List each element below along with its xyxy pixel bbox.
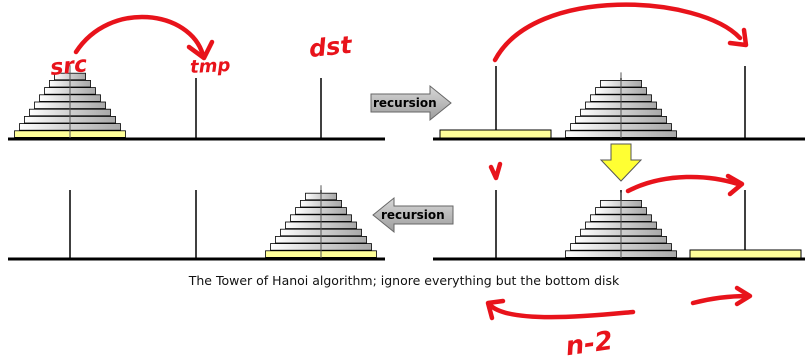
disk-stack (565, 72, 677, 138)
bottom-disk (689, 249, 802, 259)
recursion-arrow-left: recursion (372, 196, 454, 234)
yellow-down-arrow-shape (599, 143, 643, 182)
ink-arrowhead (734, 285, 753, 307)
ink-arrow-top-right (492, 2, 743, 63)
n-minus-label: n-2 (564, 326, 615, 358)
ink-arrow-left-curve (487, 302, 636, 320)
handwritten-annotations: src tmp dst n-2 (49, 2, 753, 358)
ink-arrowhead (485, 298, 506, 321)
ink-arrow-mid-to-dst (625, 174, 741, 194)
panel-top-left (8, 65, 385, 141)
ink-arrowhead (725, 173, 745, 197)
disk-stack (14, 65, 126, 138)
ink-arrow-right-line (690, 293, 751, 306)
disk-stack (265, 185, 377, 258)
dst-label: dst (308, 31, 355, 63)
left-arrow-shape (372, 196, 454, 234)
recursion-label: recursion (381, 208, 445, 222)
right-arrow-shape (370, 84, 452, 122)
ink-arrowhead (727, 27, 749, 48)
recursion-arrow-right: recursion (370, 84, 452, 122)
ink-arrowhead (186, 39, 215, 61)
bottom-disk (439, 129, 552, 139)
ink-tick-mark (488, 161, 503, 181)
src-label: src (49, 52, 88, 81)
down-arrow (599, 143, 643, 182)
tmp-label: tmp (190, 55, 231, 78)
figure-caption: The Tower of Hanoi algorithm; ignore eve… (188, 273, 620, 288)
disk-stack (565, 192, 677, 258)
recursion-label: recursion (373, 96, 437, 110)
panel-bottom-right (433, 190, 805, 261)
panel-top-right (433, 66, 805, 141)
ink-arrow-src-to-tmp (73, 14, 206, 58)
panel-bottom-left (8, 185, 385, 261)
